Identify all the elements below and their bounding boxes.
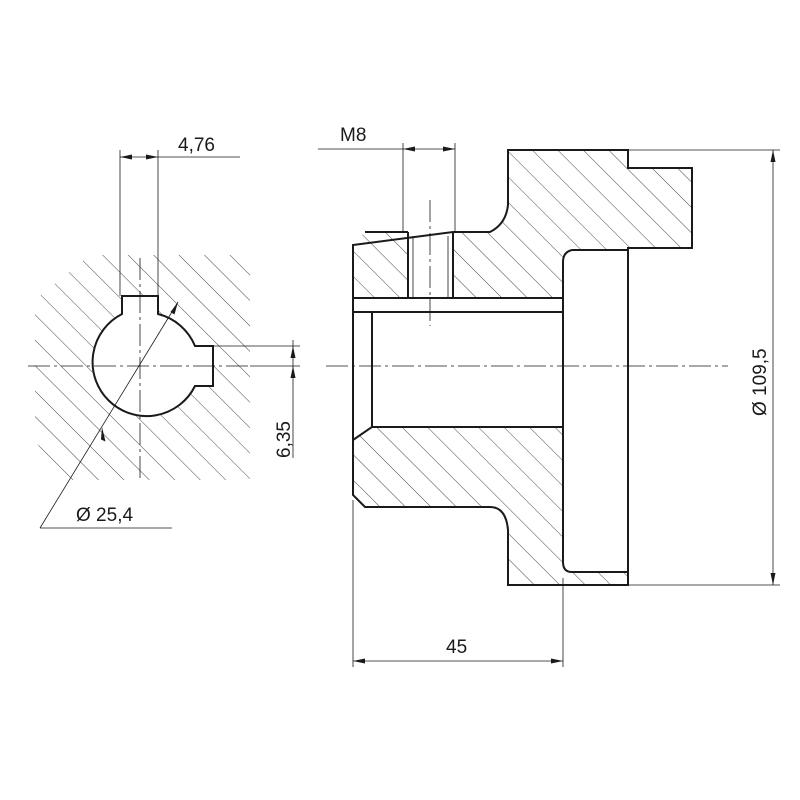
hub-section-view: M8 45 Ø 109,5 [318,125,780,667]
dimension-key-depth: 6,35 [213,340,300,458]
upper-section-hatch [353,150,692,298]
threaded-hole-m8 [407,200,454,326]
dimension-bore-diameter: Ø 25,4 [39,301,179,529]
bore-diameter-label: Ø 25,4 [76,505,133,526]
dimension-thread: M8 [318,125,456,232]
shaft-hatch [35,255,250,480]
hub-outer-outline [352,149,693,586]
outer-diameter-label: Ø 109,5 [750,348,771,416]
length-label: 45 [446,637,467,658]
bore-outline [91,295,214,418]
key-width-label: 4,76 [178,135,215,156]
hub-recess-outline [562,249,628,573]
dimension-length: 45 [352,500,564,667]
thread-label: M8 [340,125,366,146]
shaft-section-view: 4,76 6,35 Ø 25,4 [28,135,300,529]
key-depth-label: 6,35 [274,421,295,458]
dimension-key-width: 4,76 [119,135,240,296]
lower-section-hatch [353,427,628,585]
dimension-outer-diameter: Ø 109,5 [628,149,780,586]
bore-chamfer [352,312,373,441]
